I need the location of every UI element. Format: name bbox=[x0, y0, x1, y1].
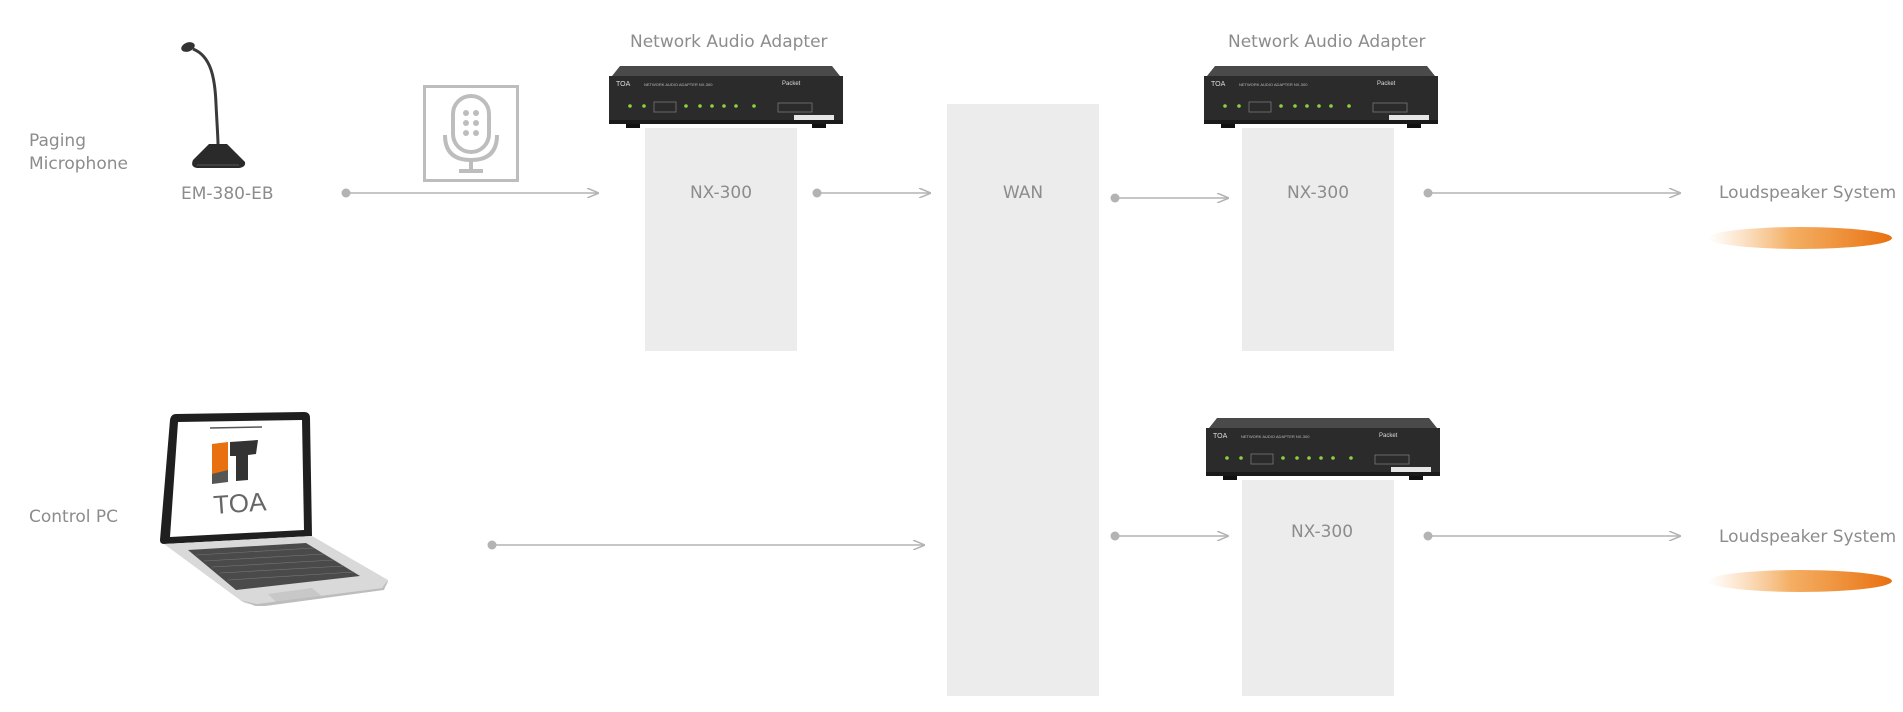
loudspeaker-label-bottom: Loudspeaker System bbox=[1719, 527, 1897, 547]
loudspeaker-label-top: Loudspeaker System bbox=[1719, 183, 1897, 203]
device-brand-right-bottom: TOA bbox=[1213, 433, 1228, 440]
nx300-device-left: TOA NETWORK AUDIO ADAPTER NX-300 Packet bbox=[609, 66, 843, 128]
device-line-right-bottom: NETWORK AUDIO ADAPTER NX-300 bbox=[1241, 434, 1310, 439]
nx300-device-right-top: TOA NETWORK AUDIO ADAPTER NX-300 Packet bbox=[1204, 66, 1438, 128]
adapter-title-right: Network Audio Adapter bbox=[1228, 32, 1426, 52]
control-pc-label: Control PC bbox=[29, 507, 118, 527]
loudspeaker-indicator-icon bbox=[1708, 570, 1892, 592]
wan-block bbox=[947, 104, 1099, 696]
wan-label: WAN bbox=[1002, 183, 1044, 203]
loudspeaker-indicator-icon bbox=[1708, 227, 1892, 249]
laptop-icon: TOA bbox=[160, 412, 388, 606]
nx300-block-right-bottom bbox=[1242, 480, 1394, 696]
nx300-label-left: NX-300 bbox=[689, 183, 753, 203]
device-brand-left: TOA bbox=[616, 81, 631, 88]
device-line-left: NETWORK AUDIO ADAPTER NX-300 bbox=[644, 82, 713, 87]
device-line-right-top: NETWORK AUDIO ADAPTER NX-300 bbox=[1239, 82, 1308, 87]
mic-model-label: EM-380-EB bbox=[181, 184, 274, 204]
nx300-device-right-bottom: TOA NETWORK AUDIO ADAPTER NX-300 Packet bbox=[1206, 418, 1440, 480]
adapter-title-left: Network Audio Adapter bbox=[630, 32, 828, 52]
paging-microphone-line2: Microphone bbox=[29, 154, 128, 174]
nx300-block-left bbox=[645, 128, 797, 351]
device-packet-right-top: Packet bbox=[1377, 81, 1396, 87]
nx300-label-right-bottom: NX-300 bbox=[1290, 522, 1354, 542]
paging-microphone-line1: Paging bbox=[29, 131, 86, 151]
nx300-label-right-top: NX-300 bbox=[1286, 183, 1350, 203]
device-packet-left: Packet bbox=[782, 81, 801, 87]
gooseneck-microphone-icon bbox=[181, 42, 246, 168]
microphone-icon bbox=[423, 85, 519, 182]
laptop-logo-text: TOA bbox=[212, 486, 268, 520]
paging-microphone-label: Paging Microphone bbox=[29, 130, 128, 176]
nx300-block-right-top bbox=[1242, 128, 1394, 351]
device-brand-right-top: TOA bbox=[1211, 81, 1226, 88]
device-packet-right-bottom: Packet bbox=[1379, 433, 1398, 439]
